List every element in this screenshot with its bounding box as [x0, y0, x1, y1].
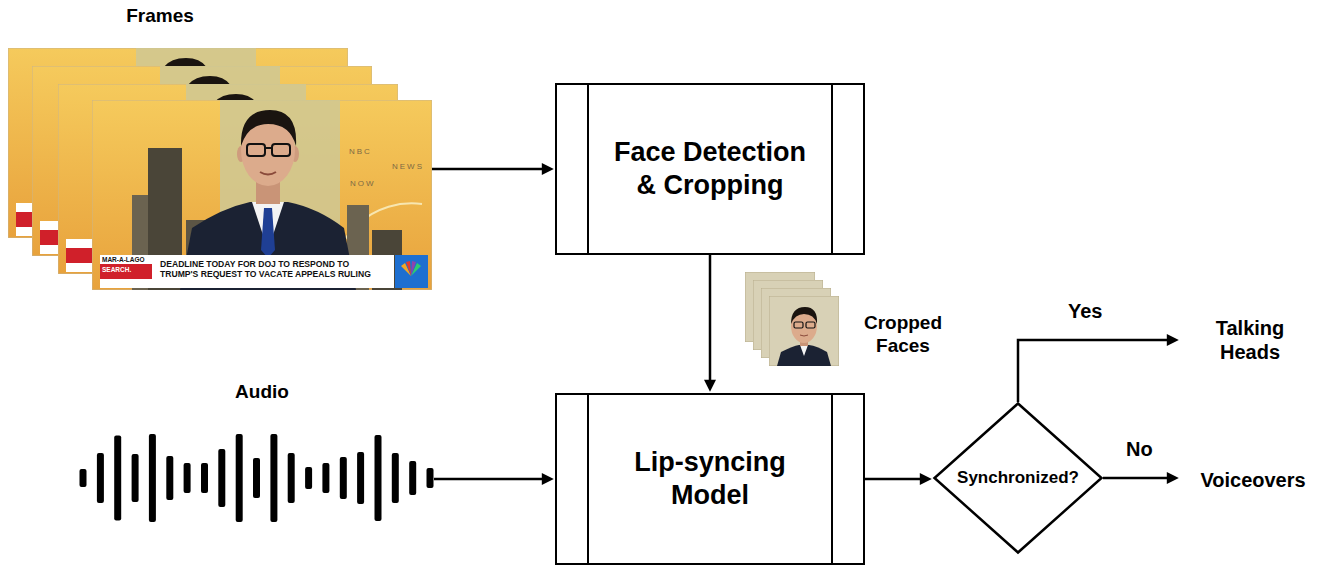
- label-holder: DEADLINE TODAY FOR DOJ TO RESPOND TO TRU…: [160, 259, 382, 280]
- flow-arrow: [1018, 340, 1172, 402]
- node-text: Talking Heads: [1200, 316, 1300, 365]
- cropped-face: [769, 296, 839, 366]
- cropped-face-stack: [745, 272, 839, 366]
- node-text: Lip-syncing Model: [605, 446, 815, 512]
- node-text: Synchronized?: [957, 468, 1079, 489]
- node-text: Voiceovers: [1200, 468, 1305, 492]
- flow-arrow: [865, 478, 925, 481]
- branch-label: Yes: [1066, 300, 1104, 323]
- audio-waveform: [80, 434, 434, 522]
- flow-arrow: [434, 478, 547, 481]
- background-lettering: NEWS: [392, 163, 424, 172]
- flow-arrow: [709, 255, 712, 385]
- chyron-tag-text: SEARCH.: [102, 266, 131, 273]
- background-lettering: NBC: [349, 148, 372, 157]
- chyron-tag-text: MAR-A-LAGO: [102, 256, 145, 263]
- wave-bar: [166, 456, 173, 500]
- wave-bar: [322, 463, 329, 493]
- label-holder: NEWS: [392, 163, 424, 172]
- edge-label-holder: Yes: [1066, 300, 1104, 323]
- wave-bar: [288, 453, 295, 503]
- inner-rule: [587, 395, 589, 563]
- inner-rule: [587, 85, 589, 253]
- wave-bar: [375, 435, 382, 521]
- output-label: Voiceovers: [1180, 458, 1326, 502]
- wave-bar: [80, 469, 87, 487]
- wave-bar: [149, 434, 156, 522]
- wave-bar: [253, 458, 260, 498]
- input-heading: Audio: [78, 380, 446, 403]
- label-holder: NBC: [349, 148, 372, 157]
- output-label: Talking Heads: [1180, 310, 1320, 370]
- audio-input: Audio: [78, 380, 434, 525]
- label-holder: SEARCH.: [102, 266, 131, 273]
- wave-bar: [340, 457, 347, 499]
- frame-stack: [8, 48, 432, 290]
- chyron-headline: DEADLINE TODAY FOR DOJ TO RESPOND TO TRU…: [160, 259, 382, 280]
- frames-input: Frames: [8, 4, 432, 290]
- background-lettering: NOW: [350, 180, 376, 189]
- node-text: Face Detection & Cropping: [605, 136, 815, 202]
- wave-bar: [270, 434, 277, 522]
- wave-bar: [218, 449, 225, 507]
- output-caption: Cropped Faces: [853, 312, 953, 358]
- wave-bar: [132, 454, 139, 502]
- wave-bar: [236, 434, 243, 522]
- branch-label: No: [1124, 438, 1155, 461]
- wave-bar: [201, 463, 208, 493]
- inner-rule: [831, 395, 833, 563]
- wave-bar: [305, 467, 312, 489]
- label-holder: NOW: [350, 180, 376, 189]
- wave-bar: [184, 463, 191, 493]
- inner-rule: [831, 85, 833, 253]
- diamond-shape: [935, 404, 1102, 553]
- wave-bar: [409, 461, 416, 495]
- edge-label-holder: No: [1124, 438, 1155, 461]
- input-heading: Frames: [8, 4, 312, 27]
- decision-diamond: Synchronized?: [933, 402, 1103, 554]
- label-holder: Cropped Faces: [853, 312, 953, 358]
- wave-bar: [392, 453, 399, 503]
- flow-arrow: [1103, 477, 1172, 480]
- wave-bar: [114, 436, 121, 521]
- video-frame: [92, 100, 432, 290]
- wave-bar: [97, 453, 104, 503]
- process-box: Face Detection & Cropping: [555, 83, 865, 255]
- process-box: Lip-syncing Model: [555, 393, 865, 565]
- wave-bar: [427, 468, 434, 488]
- flow-arrow: [432, 168, 547, 171]
- wave-bar: [357, 452, 364, 504]
- label-holder: MAR-A-LAGO: [102, 256, 145, 263]
